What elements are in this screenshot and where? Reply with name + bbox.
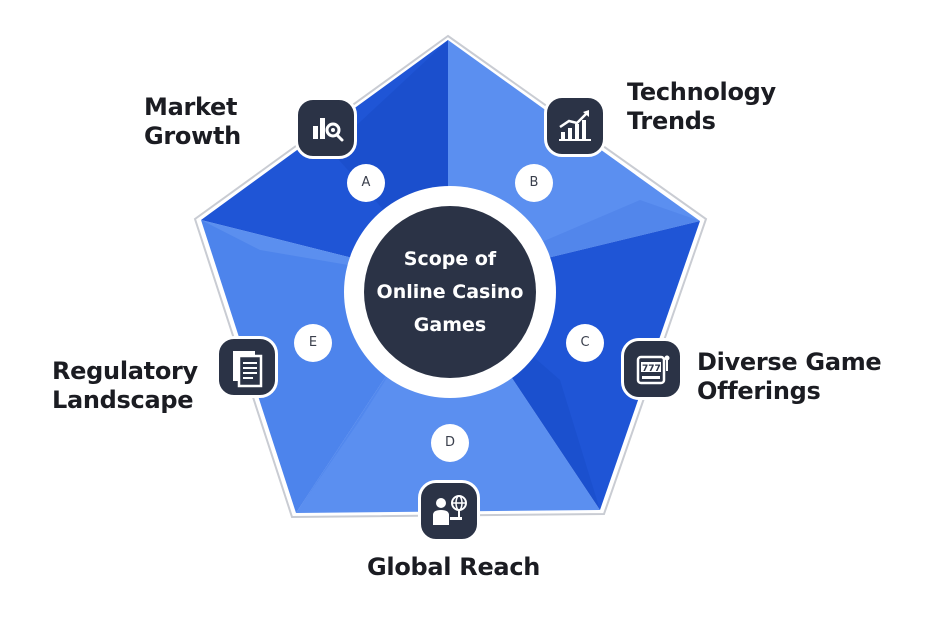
center-title-line3: Games — [413, 314, 487, 336]
segment-e-title-line2: Landscape — [52, 386, 194, 414]
document-icon — [216, 336, 278, 398]
growth-chart-icon — [544, 95, 606, 157]
segment-e-title: Regulatory Landscape — [52, 357, 198, 415]
segment-c-letter: C — [566, 324, 604, 362]
segment-b-title: Technology Trends — [627, 78, 776, 136]
market-analysis-icon — [295, 97, 357, 159]
segment-d-title-line1: Global Reach — [367, 553, 541, 581]
segment-a-title-line1: Market — [144, 93, 238, 121]
segment-d-letter: D — [431, 424, 469, 462]
segment-b-letter: B — [515, 164, 553, 202]
presenter-globe-icon — [418, 480, 480, 542]
segment-a-title: Market Growth — [144, 93, 241, 151]
segment-a-title-line2: Growth — [144, 122, 241, 150]
segment-e-letter: E — [294, 324, 332, 362]
svg-text:777: 777 — [642, 364, 661, 374]
center-title-line1: Scope of — [403, 248, 497, 270]
center-title: Scope of Online Casino Games — [360, 243, 540, 342]
segment-b-title-line1: Technology — [627, 78, 776, 106]
center-disc — [364, 206, 536, 378]
segment-a-letter: A — [347, 164, 385, 202]
center-title-line2: Online Casino — [376, 281, 524, 303]
segment-c-title-line2: Offerings — [697, 377, 821, 405]
segment-c-title-line1: Diverse Game — [697, 348, 882, 376]
segment-b-title-line2: Trends — [627, 107, 716, 135]
segment-e-title-line1: Regulatory — [52, 357, 198, 385]
slot-machine-icon: 777 — [621, 338, 683, 400]
segment-c-title: Diverse Game Offerings — [697, 348, 882, 406]
segment-d-title: Global Reach — [367, 553, 540, 582]
